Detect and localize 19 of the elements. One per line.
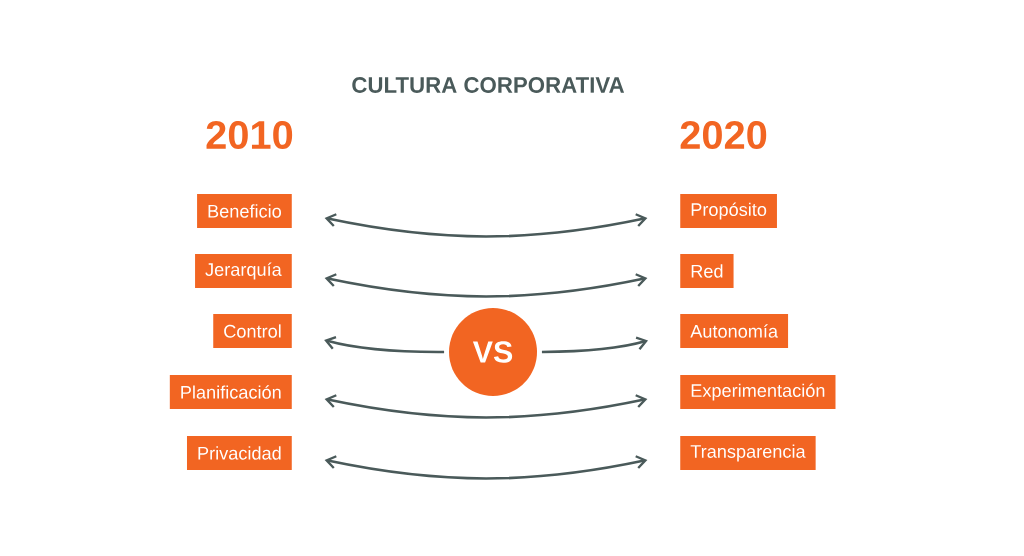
label-box: Control bbox=[213, 314, 292, 348]
title: CULTURA CORPORATIVA bbox=[352, 77, 625, 93]
label-box: Beneficio bbox=[197, 194, 292, 228]
year-label: 2010 bbox=[206, 120, 293, 150]
label-box: Propósito bbox=[680, 194, 777, 228]
label-box: Privacidad bbox=[187, 436, 292, 470]
label-box: Red bbox=[680, 254, 734, 288]
double-arrow bbox=[324, 273, 648, 298]
double-arrow bbox=[324, 213, 648, 238]
label-box: Autonomía bbox=[680, 314, 789, 348]
label-box: Experimentación bbox=[680, 375, 836, 409]
label-box: Transparencia bbox=[680, 436, 816, 470]
label-box: Jerarquía bbox=[195, 254, 292, 288]
double-arrow bbox=[324, 455, 648, 480]
year-label: 2020 bbox=[680, 120, 767, 150]
label-box: Planificación bbox=[169, 375, 292, 409]
arrow bbox=[541, 336, 649, 354]
double-arrow bbox=[324, 394, 648, 419]
arrow bbox=[324, 335, 445, 354]
